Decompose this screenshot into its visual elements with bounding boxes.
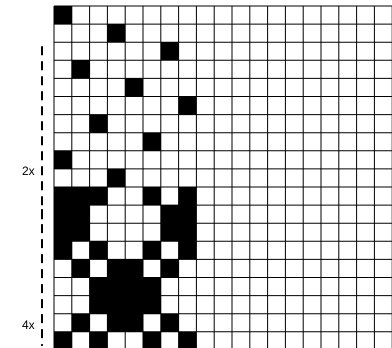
filled-cell — [125, 296, 143, 314]
repeat-label-4x: 4x — [22, 318, 35, 332]
filled-cell — [143, 133, 161, 151]
filled-cell — [72, 314, 90, 332]
filled-cell — [54, 332, 72, 348]
filled-cell — [179, 241, 197, 259]
filled-cell — [161, 42, 179, 60]
filled-cell — [179, 332, 197, 348]
filled-cell — [90, 115, 108, 133]
filled-cell — [54, 205, 72, 223]
filled-cell — [143, 278, 161, 296]
filled-cell — [143, 241, 161, 259]
filled-cell — [161, 314, 179, 332]
repeat-label-2x: 2x — [22, 164, 35, 178]
filled-cell — [107, 314, 125, 332]
filled-cell — [107, 24, 125, 42]
filled-cell — [107, 278, 125, 296]
filled-cell — [54, 187, 72, 205]
filled-cell — [107, 169, 125, 187]
filled-cell — [125, 78, 143, 96]
filled-cell — [72, 60, 90, 78]
filled-cell — [54, 151, 72, 169]
filled-cell — [161, 205, 179, 223]
filled-cell — [72, 205, 90, 223]
filled-cell — [179, 205, 197, 223]
filled-cell — [179, 187, 197, 205]
filled-cell — [125, 314, 143, 332]
filled-cell — [161, 223, 179, 241]
filled-cell — [72, 223, 90, 241]
filled-cell — [54, 6, 72, 24]
filled-cell — [125, 278, 143, 296]
filled-cell — [125, 259, 143, 277]
filled-cell — [179, 223, 197, 241]
filled-cell — [54, 241, 72, 259]
filled-cell — [107, 259, 125, 277]
filled-cell — [90, 241, 108, 259]
filled-cell — [72, 259, 90, 277]
filled-cell — [161, 259, 179, 277]
filled-cell — [90, 296, 108, 314]
filled-cell — [90, 332, 108, 348]
filled-cell — [54, 223, 72, 241]
filled-cell — [179, 97, 197, 115]
filled-cell — [90, 187, 108, 205]
filled-cell — [143, 296, 161, 314]
filled-cell — [90, 278, 108, 296]
filled-cell — [143, 187, 161, 205]
filled-cell — [143, 332, 161, 348]
filled-cell — [72, 187, 90, 205]
filled-cell — [107, 296, 125, 314]
